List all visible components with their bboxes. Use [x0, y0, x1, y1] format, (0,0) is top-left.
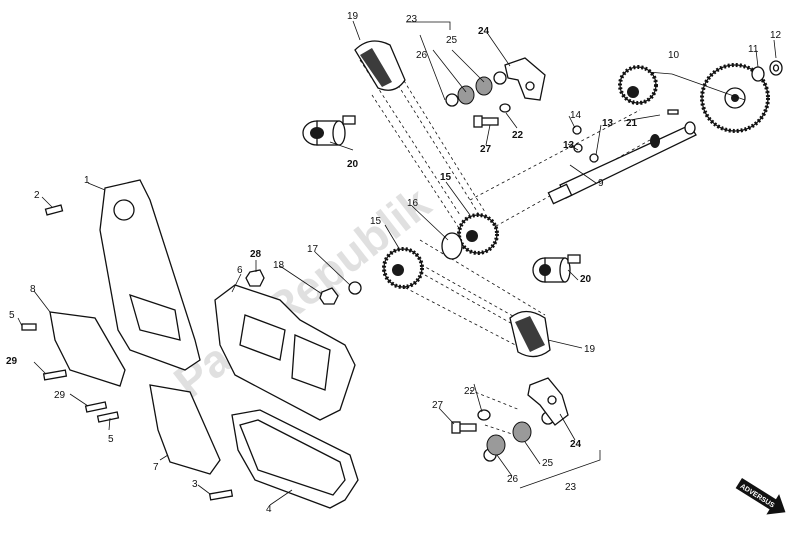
part-label-l6: 6: [237, 265, 243, 276]
tensioner-assembly-lower: [451, 377, 569, 462]
part-label-l22b: 22: [464, 386, 476, 397]
cover-plate-8: [49, 311, 126, 387]
part-label-l27b: 27: [432, 400, 444, 411]
part-label-l3: 3: [192, 479, 198, 490]
part-label-l20a: 20: [347, 159, 359, 170]
belt-cover-outer-lower: [231, 409, 359, 509]
tensioner-projection-lines: [469, 389, 531, 441]
part-label-l10: 10: [668, 50, 680, 61]
part-label-l17: 17: [307, 244, 319, 255]
part-label-l19a: 19: [347, 11, 359, 22]
part-label-l20b: 20: [580, 274, 592, 285]
part-label-l21: 21: [626, 118, 638, 129]
key-21: [667, 109, 679, 115]
part-label-l23a: 23: [406, 14, 418, 25]
part-label-l24b: 24: [570, 439, 582, 450]
washer-11: [751, 66, 765, 82]
cam-pulley-small: [618, 65, 658, 105]
belt-cover-outer-upper: [99, 179, 201, 371]
part-14: [572, 125, 582, 135]
nut-12-hole: [772, 64, 780, 72]
nut-28: [245, 269, 265, 287]
part-label-l11: 11: [748, 44, 759, 55]
part-label-l9: 9: [598, 178, 604, 189]
part-label-l4: 4: [266, 504, 272, 515]
part-label-l26a: 26: [416, 50, 428, 61]
part-label-l19b: 19: [584, 344, 596, 355]
part-label-l22a: 22: [512, 130, 524, 141]
tensioner-assembly-upper: [445, 57, 546, 128]
part-label-l25a: 25: [446, 35, 458, 46]
tensioner-roller-upper: [302, 115, 356, 146]
cover-plate-7: [149, 384, 221, 475]
part-label-l12: 12: [770, 30, 782, 41]
belt-cover-inner: [214, 284, 356, 421]
part-label-l27a: 27: [480, 144, 492, 155]
camshaft: [547, 121, 697, 205]
part-label-l29b: 29: [54, 390, 66, 401]
part-label-l7: 7: [153, 462, 159, 473]
part-label-l2: 2: [34, 190, 40, 201]
belt-projection-lines-bottom: [394, 239, 551, 351]
direction-stamp: ADVERSUS: [735, 478, 786, 515]
part-label-l8: 8: [30, 284, 36, 295]
part-number-labels: 1234556789101112131314151516171819192020…: [6, 11, 782, 515]
part-label-l18: 18: [273, 260, 285, 271]
part-label-l14: 14: [570, 110, 582, 121]
part-label-l29a: 29: [6, 356, 18, 367]
timing-belt-upper: [354, 40, 406, 91]
part-13b: [589, 153, 599, 163]
screws: [21, 204, 234, 501]
belt-projection-lines-top: [359, 49, 496, 246]
washer-17: [348, 281, 362, 295]
part-label-l24a: 24: [478, 26, 490, 37]
part-label-l13b: 13: [563, 140, 575, 151]
part-label-l5b: 5: [108, 434, 114, 445]
part-label-l28: 28: [250, 249, 262, 260]
part-label-l25b: 25: [542, 458, 554, 469]
part-label-l15b: 15: [440, 172, 452, 183]
part-label-l5a: 5: [9, 310, 15, 321]
nut-18: [319, 287, 339, 305]
part-label-l23b: 23: [565, 482, 577, 493]
gear-projection-lines: [469, 109, 651, 236]
part-label-l26b: 26: [507, 474, 519, 485]
part-label-l1: 1: [84, 175, 90, 186]
part-label-l16: 16: [407, 198, 419, 209]
part-label-l15a: 15: [370, 216, 382, 227]
pulley-15-lower: [382, 247, 424, 289]
timing-belt-lower: [509, 310, 551, 358]
tensioner-roller-lower: [532, 254, 581, 283]
part-label-l13a: 13: [602, 118, 614, 129]
pulley-15-upper: [457, 213, 499, 255]
cam-pulley-large: [700, 63, 770, 133]
